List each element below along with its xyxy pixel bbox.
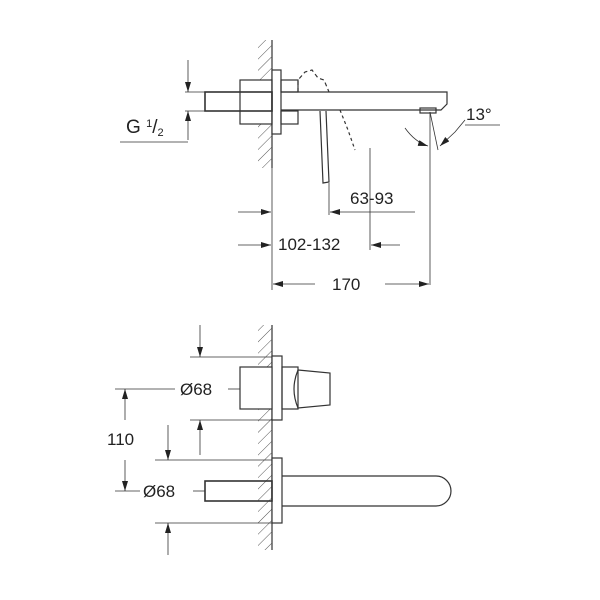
spout-length-label: 170: [332, 275, 361, 294]
center-distance-label: 110: [107, 430, 135, 449]
rosette-top-diameter-label: Ø68: [180, 380, 213, 399]
thread-size-label: G 1/2: [126, 117, 164, 139]
lever-range-label: 63-93: [350, 189, 394, 208]
projection-range-label: 102-132: [278, 235, 341, 254]
angle-label: 13°: [466, 105, 492, 124]
rosette-bottom-diameter-label: Ø68: [143, 482, 176, 501]
